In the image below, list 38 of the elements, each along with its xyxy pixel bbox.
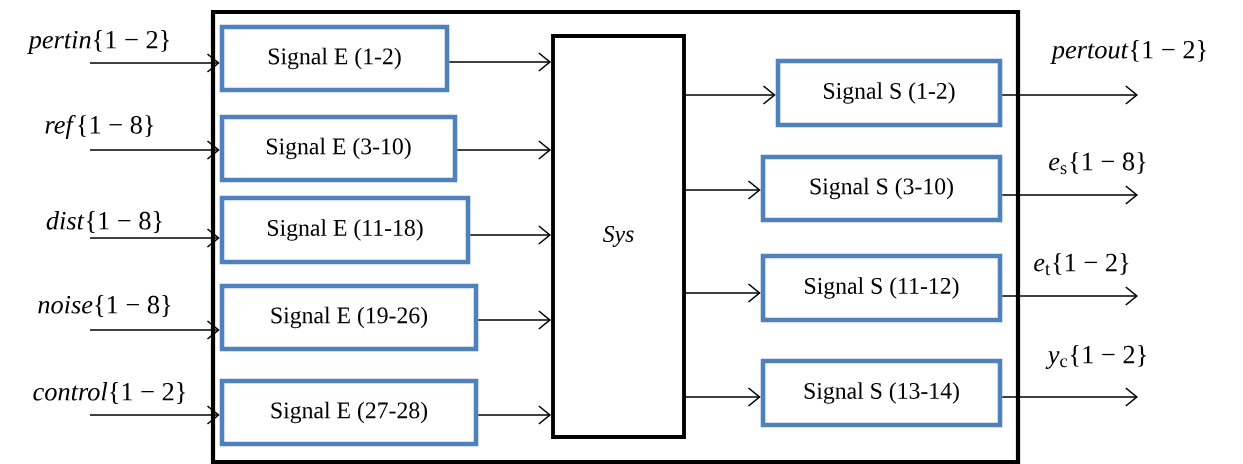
system-frame xyxy=(210,9,1021,464)
edge-label: y$_{c}${1 − 2} xyxy=(1045,343,1150,371)
arrow xyxy=(1001,387,1138,407)
signal-box: Signal E (3-10) xyxy=(219,114,458,183)
signal-box: Signal E (27-28) xyxy=(219,378,479,447)
arrow xyxy=(1001,286,1138,306)
edge-label: noise{1 − 8} xyxy=(35,293,175,319)
arrow xyxy=(456,140,552,160)
edge-label: pertin{1 − 2} xyxy=(26,28,174,56)
arrow xyxy=(685,387,761,407)
arrow xyxy=(685,180,761,200)
arrow xyxy=(448,52,552,72)
arrow xyxy=(477,310,552,330)
arrow xyxy=(89,320,220,340)
signal-box: Signal E (19-26) xyxy=(219,283,479,352)
edge-label: e$_{s}${1 − 8} xyxy=(1046,150,1150,176)
signal-box: Signal S (3-10) xyxy=(760,154,1003,223)
signal-box: Signal S (11-12) xyxy=(760,253,1003,323)
arrow xyxy=(1001,85,1138,105)
edge-label: ref{1 − 8} xyxy=(42,113,158,141)
edge-label: e$_{t}${1 − 2} xyxy=(1031,251,1133,277)
arrow xyxy=(469,225,552,245)
arrow xyxy=(477,405,552,425)
arrow xyxy=(89,228,220,248)
arrow xyxy=(89,405,220,425)
arrow xyxy=(1001,185,1138,205)
arrow xyxy=(685,85,776,105)
system-block: Sys xyxy=(551,34,686,439)
edge-label: pertout{1 − 2} xyxy=(1050,38,1210,66)
arrow xyxy=(685,283,761,303)
edge-label: dist{1 − 8} xyxy=(44,209,166,235)
arrow xyxy=(89,53,220,73)
arrow xyxy=(89,140,220,160)
signal-box: Signal S (13-14) xyxy=(760,358,1003,428)
signal-box: Signal E (1-2) xyxy=(219,24,450,93)
signal-box: Signal S (1-2) xyxy=(775,58,1003,128)
edge-label: control{1 − 2} xyxy=(30,380,190,406)
signal-box: Signal E (11-18) xyxy=(219,195,471,265)
